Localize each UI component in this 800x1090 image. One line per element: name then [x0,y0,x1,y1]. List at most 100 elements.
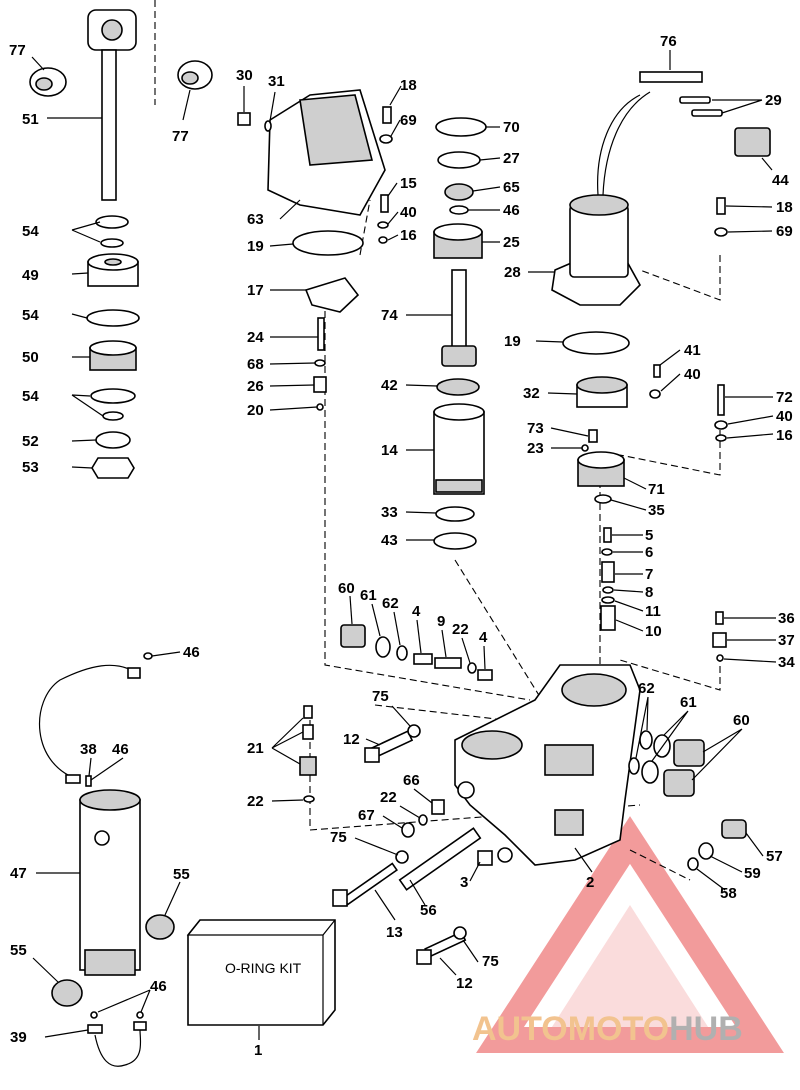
bushing-55-a [145,914,175,940]
label-75b: 75 [330,829,347,846]
label-1: 1 [254,1042,262,1059]
oring-8 [602,586,614,594]
piston-50 [89,340,137,371]
spring-21-a [303,705,313,719]
valve-21-c [299,756,317,776]
valve-57 [721,819,747,839]
label-29: 29 [765,92,782,109]
label-66: 66 [403,772,420,789]
label-20: 20 [247,402,264,419]
label-13: 13 [386,924,403,941]
piston-25 [433,223,483,259]
oring-61-b [653,734,671,758]
label-75a: 75 [372,688,389,705]
ball-23 [581,444,589,452]
label-40c: 40 [776,408,793,425]
label-54c: 54 [22,388,39,405]
label-76: 76 [660,33,677,50]
label-62b: 62 [638,680,655,697]
label-77a: 77 [9,42,26,59]
label-2: 2 [586,874,594,891]
bolt-12-b [416,930,467,965]
label-36: 36 [778,610,795,627]
reservoir-63 [267,89,386,216]
spring-5 [603,527,612,543]
label-60a: 60 [338,580,355,597]
label-4b: 4 [479,629,488,646]
washer-69-a [379,134,393,144]
label-38: 38 [80,741,97,758]
oring-59 [698,842,714,860]
label-44: 44 [772,172,789,189]
label-56: 56 [420,902,437,919]
label-77b: 77 [172,128,189,145]
label-69b: 69 [776,223,793,240]
watermark-moto: MOTO [568,1010,669,1048]
screw-15 [380,194,389,213]
screw-18-b [716,197,726,215]
tilt-cylinder-47 [79,789,141,976]
seat-7 [601,561,615,583]
label-8: 8 [645,584,653,601]
label-18a: 18 [400,77,417,94]
label-25: 25 [503,234,520,251]
seat-21-b [302,724,314,740]
label-53: 53 [22,459,39,476]
bar-76 [639,71,703,83]
ring-42 [436,378,480,396]
cylinder-14 [433,403,485,495]
label-43: 43 [381,532,398,549]
label-9: 9 [437,613,445,630]
oring-61-a [375,636,391,658]
label-71: 71 [648,481,665,498]
label-22c: 22 [380,789,397,806]
label-61a: 61 [360,587,377,604]
svg-text:AUTOMOTOHUB: AUTOMOTOHUB [472,1010,743,1048]
motor-28 [551,91,651,306]
label-75c: 75 [482,953,499,970]
plate-17 [304,277,360,313]
label-31: 31 [268,73,285,90]
hose-39 [87,1021,147,1067]
label-15: 15 [400,175,417,192]
label-7: 7 [645,566,653,583]
bushing-77-right [177,60,213,90]
label-46b: 46 [183,644,200,661]
oring-46-a [449,205,469,215]
oring-54-b [100,238,124,248]
bolt-13 [332,862,398,907]
label-12b: 12 [456,975,473,992]
oring-22-b [303,795,315,803]
oring-27 [437,151,481,169]
oring-46-c [85,775,92,787]
fitting-60-a [340,624,366,648]
label-27: 27 [503,150,520,167]
fitting-60-b [673,739,705,767]
oring-22-a [467,662,477,674]
label-60b: 60 [733,712,750,729]
fitting-60-c [663,769,695,797]
label-39: 39 [10,1029,27,1046]
hose-38 [38,664,141,784]
oring-22-c [418,814,428,826]
ball-34 [716,654,724,662]
label-49: 49 [22,267,39,284]
ball-20 [316,403,324,411]
label-22a: 22 [452,621,469,638]
label-68: 68 [247,356,264,373]
label-16a: 16 [400,227,417,244]
label-55a: 55 [173,866,190,883]
bushing-55-b [51,979,83,1007]
oring-46-d1 [90,1011,98,1019]
washer-52 [95,431,131,449]
valve-10 [600,605,616,631]
label-21: 21 [247,740,264,757]
label-5: 5 [645,527,653,544]
valve-9 [434,657,462,669]
label-26: 26 [247,378,264,395]
oring-46-b [143,652,153,660]
label-11: 11 [645,603,661,620]
label-23: 23 [527,440,544,457]
label-59: 59 [744,865,761,882]
label-3: 3 [460,874,468,891]
